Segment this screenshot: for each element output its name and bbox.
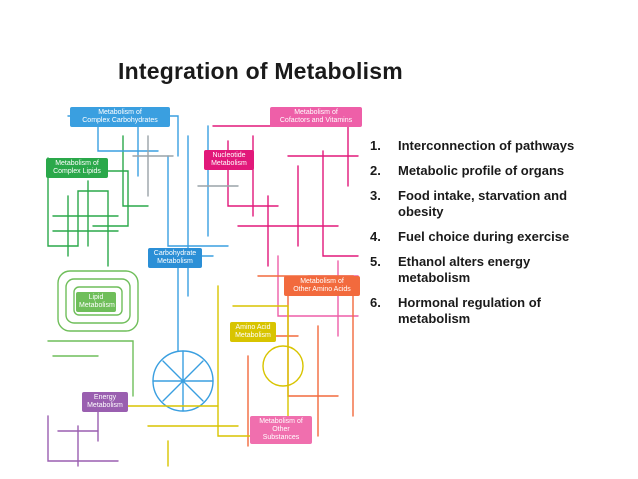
slide-title: Integration of Metabolism	[118, 58, 403, 84]
label-nucleotide: Nucleotide Metabolism	[204, 150, 254, 170]
outline-item-3: 3. Food intake, starvation and obesity	[370, 188, 590, 220]
metabolic-pathway-map: Metabolism of Complex Carbohydrates Meta…	[38, 96, 368, 468]
outline-item-4: 4. Fuel choice during exercise	[370, 229, 590, 245]
outline-text: Food intake, starvation and obesity	[398, 188, 568, 219]
label-amino-acid: Amino Acid Metabolism	[230, 322, 276, 342]
label-other-substances: Metabolism of Other Substances	[250, 416, 312, 444]
label-complex-lipids: Metabolism of Complex Lipids	[46, 158, 108, 178]
outline-item-5: 5. Ethanol alters energy metabolism	[370, 254, 590, 286]
label-lipid: Lipid Metabolism	[76, 292, 116, 312]
outline-number: 2.	[370, 163, 381, 178]
label-energy: Energy Metabolism	[82, 392, 128, 412]
topic-outline-list: 1. Interconnection of pathways 2. Metabo…	[370, 138, 590, 336]
label-other-amino-acids: Metabolism of Other Amino Acids	[284, 276, 360, 296]
label-complex-carbohydrates: Metabolism of Complex Carbohydrates	[70, 107, 170, 127]
outline-text: Interconnection of pathways	[398, 138, 575, 153]
outline-text: Ethanol alters energy metabolism	[398, 254, 531, 285]
outline-number: 6.	[370, 295, 381, 310]
outline-item-1: 1. Interconnection of pathways	[370, 138, 590, 154]
outline-item-6: 6. Hormonal regulation of metabolism	[370, 295, 590, 327]
outline-text: Fuel choice during exercise	[398, 229, 570, 244]
outline-number: 1.	[370, 138, 381, 153]
outline-item-2: 2. Metabolic profile of organs	[370, 163, 590, 179]
label-cofactors-vitamins: Metabolism of Cofactors and Vitamins	[270, 107, 362, 127]
label-carbohydrate: Carbohydrate Metabolism	[148, 248, 202, 268]
outline-text: Metabolic profile of organs	[398, 163, 565, 178]
outline-number: 3.	[370, 188, 381, 203]
outline-number: 4.	[370, 229, 381, 244]
outline-text: Hormonal regulation of metabolism	[398, 295, 541, 326]
outline-number: 5.	[370, 254, 381, 269]
